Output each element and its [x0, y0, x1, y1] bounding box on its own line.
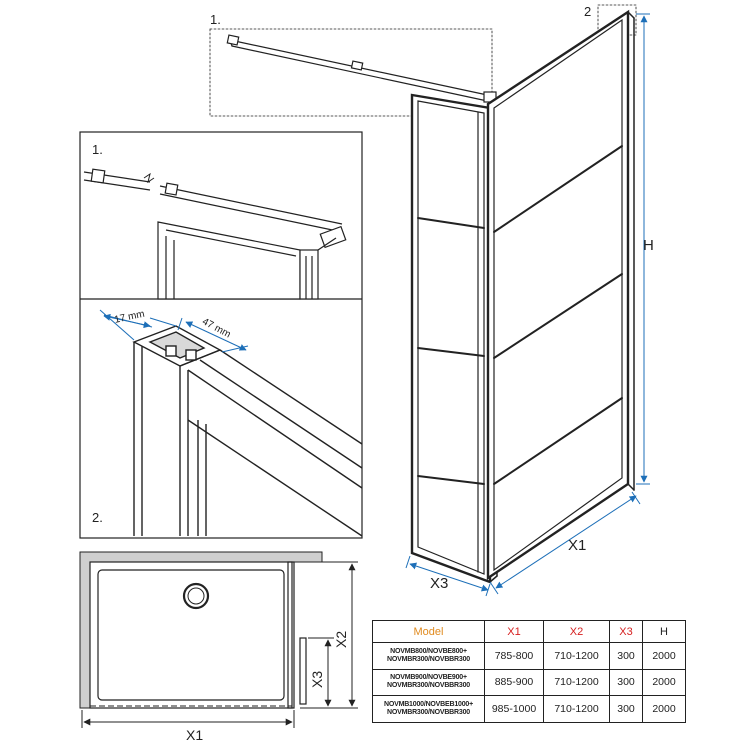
plan-x2-label: X2 — [333, 631, 349, 648]
h-cell: 2000 — [642, 695, 686, 723]
detail-2-drawing — [132, 325, 363, 537]
shower-tray — [89, 561, 293, 709]
h-cell: 2000 — [642, 668, 686, 697]
x1-label: X1 — [568, 537, 586, 554]
support-bar — [226, 34, 497, 103]
detail-2-callout: 2 — [584, 4, 591, 19]
detail-1-inset-label: 1. — [92, 142, 103, 157]
x1-cell: 785-800 — [484, 642, 544, 670]
plan-x3-label: X3 — [309, 671, 325, 688]
detail-inset — [79, 131, 363, 539]
detail-1-highlight-box — [209, 28, 493, 117]
x1-cell: 985-1000 — [484, 695, 544, 723]
header-h: H — [642, 620, 686, 643]
plan-wall — [79, 551, 323, 709]
plan-dimensions — [81, 561, 358, 728]
detail-2-inset-label: 2. — [92, 510, 103, 525]
h-cell: 2000 — [642, 642, 686, 670]
table-row: NOVMB1000/NOVBEB1000+NOVMBR300/NOVBBR300… — [372, 695, 686, 723]
main-dimensions — [405, 13, 650, 597]
x3-dimension-line — [409, 562, 489, 592]
main-glass-panel — [486, 9, 635, 581]
height-label: H — [643, 237, 654, 254]
header-x1: X1 — [484, 620, 544, 643]
header-x2: X2 — [543, 620, 610, 643]
dim-47mm-label: 47 mm — [200, 316, 232, 340]
dim-17mm-label: 17 mm — [113, 309, 145, 326]
spec-table: Model X1 X2 X3 H NOVMB800/NOVBE800+NOVMB… — [372, 620, 686, 723]
x1-cell: 885-900 — [484, 668, 544, 697]
detail-2-highlight-box — [597, 4, 637, 36]
table-row: NOVMB900/NOVBE900+NOVMBR300/NOVBBR300 88… — [372, 668, 686, 697]
spec-table-header: Model X1 X2 X3 H — [372, 620, 686, 643]
plan-x1-label: X1 — [186, 727, 203, 743]
table-row: NOVMB800/NOVBE800+NOVMBR300/NOVBBR300 78… — [372, 642, 686, 670]
drain-icon — [182, 582, 210, 610]
x1-dimension-line — [495, 495, 637, 589]
x3-cell: 300 — [609, 668, 643, 697]
x2-cell: 710-1200 — [543, 642, 610, 670]
model-cell: NOVMB800/NOVBE800+NOVMBR300/NOVBBR300 — [372, 642, 485, 670]
detail-1-callout: 1. — [210, 12, 221, 27]
model-cell: NOVMB1000/NOVBEB1000+NOVMBR300/NOVBBR300 — [372, 695, 485, 723]
detail-1-drawing — [83, 168, 347, 300]
detail-inset-border — [79, 131, 363, 539]
plan-glass-main — [287, 561, 295, 709]
return-panel — [410, 93, 498, 584]
x3-label: X3 — [430, 575, 448, 592]
plan-view — [79, 551, 323, 709]
x3-cell: 300 — [609, 695, 643, 723]
detail-2-dimensions — [99, 309, 249, 353]
x3-cell: 300 — [609, 642, 643, 670]
header-x3: X3 — [609, 620, 643, 643]
x2-cell: 710-1200 — [543, 695, 610, 723]
model-cell: NOVMB900/NOVBE900+NOVMBR300/NOVBBR300 — [372, 668, 485, 697]
plan-glass-return — [299, 637, 307, 705]
x2-cell: 710-1200 — [543, 668, 610, 697]
header-model: Model — [372, 620, 485, 643]
